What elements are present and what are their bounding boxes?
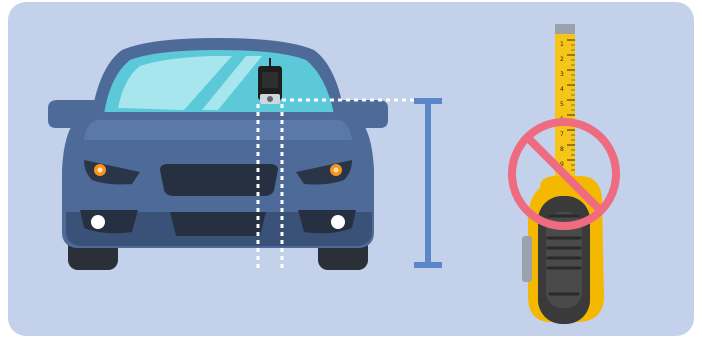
tape-belt-clip <box>522 236 532 282</box>
tape-tick-label: 4 <box>560 86 564 93</box>
tape-tick-label: 3 <box>560 71 564 78</box>
tape-tick-label: 2 <box>560 56 564 63</box>
tape-tick-label: 7 <box>560 131 564 138</box>
tape-tick-label: 1 <box>560 41 564 48</box>
hood-highlight <box>84 120 352 140</box>
tape-tick-label: 5 <box>560 101 564 108</box>
tape-hook <box>555 24 575 34</box>
tape-tick-label: 8 <box>560 146 564 153</box>
right-headlight-glow <box>334 168 339 173</box>
left-headlight-glow <box>98 168 103 173</box>
lower-intake <box>170 212 266 236</box>
car-front-illustration <box>48 38 388 270</box>
front-grille <box>160 164 278 196</box>
height-bracket-icon <box>414 98 442 268</box>
